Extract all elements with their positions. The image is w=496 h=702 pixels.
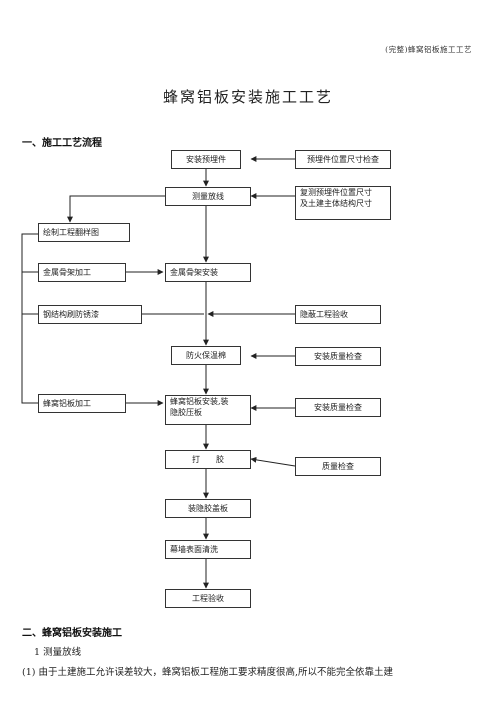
box-steel-antirust: 钢结构刷防锈漆 (38, 305, 142, 324)
box-quality-check-1: 安装质量检查 (295, 347, 381, 366)
document-header: (完整)蜂窝铝板施工工艺 (385, 45, 472, 54)
honeycomb-install-line-1: 蜂窝铝板安装,装 (170, 397, 229, 406)
box-honeycomb-install: 蜂窝铝板安装,装 隐胶压板 (165, 395, 251, 425)
paragraph-survey-text: (1) 由于土建施工允许误差较大，蜂窝铝板工程施工要求精度很高,所以不能完全依靠… (22, 667, 393, 678)
box-quality-check-3: 质量检查 (295, 457, 381, 476)
box-curtain-clean: 幕墙表面清洗 (165, 540, 251, 559)
box-recheck: 复测预埋件位置尺寸 及土建主体结构尺寸 (295, 186, 391, 220)
arrow-quality-check-3 (250, 456, 296, 467)
honeycomb-install-line-2: 隐胶压板 (170, 408, 202, 417)
recheck-line-2: 及土建主体结构尺寸 (300, 199, 372, 208)
box-honeycomb-process: 蜂窝铝板加工 (38, 394, 126, 413)
left-bracket (21, 233, 38, 404)
box-concealed-acceptance: 隐蔽工程验收 (295, 305, 381, 324)
page-title: 蜂窝铝板安装施工工艺 (162, 88, 333, 106)
arrow-survey-to-drawing (67, 195, 165, 223)
box-survey-setout: 测量放线 (165, 187, 251, 206)
box-glue: 打 胶 (165, 450, 251, 469)
box-quality-check-2: 安装质量检查 (295, 398, 381, 417)
box-acceptance: 工程验收 (165, 589, 251, 608)
section-heading-installation: 二、蜂窝铝板安装施工 (22, 628, 122, 639)
box-fire-insulation: 防火保温棉 (171, 346, 241, 365)
subheading-survey: 1 测量放线 (34, 647, 82, 658)
box-metal-frame-process: 金属骨架加工 (38, 263, 126, 282)
section-heading-process-flow: 一、施工工艺流程 (22, 138, 102, 149)
survey-setout-label: 测量放线 (192, 192, 224, 201)
box-draw-drawing: 绘制工程翻样图 (38, 223, 130, 242)
box-cover-plate: 装隐胶盖板 (165, 499, 251, 518)
recheck-line-1: 复测预埋件位置尺寸 (300, 188, 372, 197)
box-metal-frame-install: 金属骨架安装 (165, 263, 251, 282)
box-install-embedded: 安装预埋件 (171, 150, 241, 169)
box-check-embedded-size: 预埋件位置尺寸检查 (295, 150, 391, 169)
